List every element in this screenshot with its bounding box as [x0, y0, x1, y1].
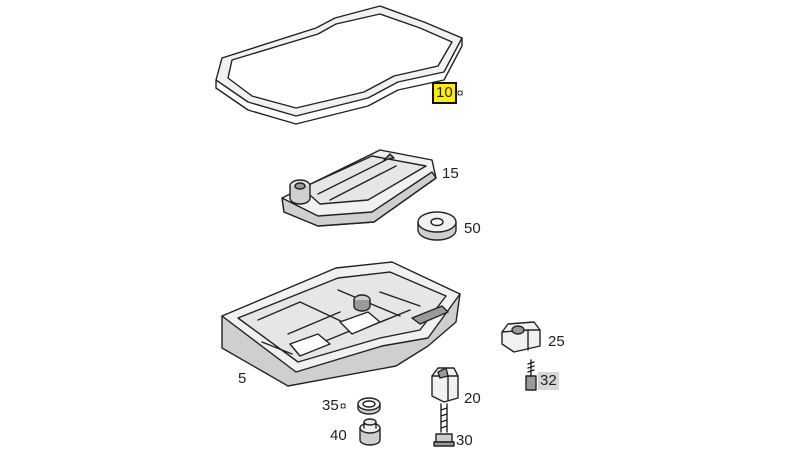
- callout-part-50[interactable]: 50: [464, 220, 481, 238]
- part-holder[interactable]: [501, 321, 541, 353]
- callout-part-10[interactable]: 10¤: [432, 82, 464, 104]
- callout-number: 15: [442, 165, 459, 182]
- callout-part-20[interactable]: 20: [464, 390, 481, 408]
- callout-part-40[interactable]: 40: [330, 427, 347, 445]
- callout-part-35[interactable]: 35¤: [322, 397, 346, 415]
- callout-part-15[interactable]: 15: [442, 165, 459, 183]
- callout-number: 32: [538, 372, 559, 390]
- part-oil-pan[interactable]: [221, 261, 461, 387]
- callout-number: 30: [456, 432, 473, 449]
- callout-mark: ¤: [456, 86, 464, 100]
- callout-number: 20: [464, 390, 481, 407]
- callout-number: 50: [464, 220, 481, 237]
- callout-part-25[interactable]: 25: [548, 333, 565, 351]
- part-bolt[interactable]: [433, 403, 455, 447]
- part-adapter[interactable]: [431, 367, 459, 403]
- callout-mark: ¤: [339, 399, 347, 413]
- callout-part-5[interactable]: 5: [238, 370, 246, 388]
- part-oil-filter[interactable]: [281, 149, 437, 227]
- callout-number: 10: [432, 82, 457, 104]
- callout-number: 35: [322, 397, 339, 414]
- part-screw[interactable]: [525, 359, 537, 391]
- part-gasket[interactable]: [215, 5, 463, 125]
- callout-part-32[interactable]: 32: [538, 372, 559, 390]
- part-drain-plug[interactable]: [359, 418, 381, 446]
- part-seal-ring[interactable]: [417, 211, 457, 241]
- callout-part-30[interactable]: 30: [456, 432, 473, 450]
- callout-number: 40: [330, 427, 347, 444]
- callout-number: 25: [548, 333, 565, 350]
- callout-number: 5: [238, 370, 247, 387]
- part-drain-seal[interactable]: [357, 397, 381, 415]
